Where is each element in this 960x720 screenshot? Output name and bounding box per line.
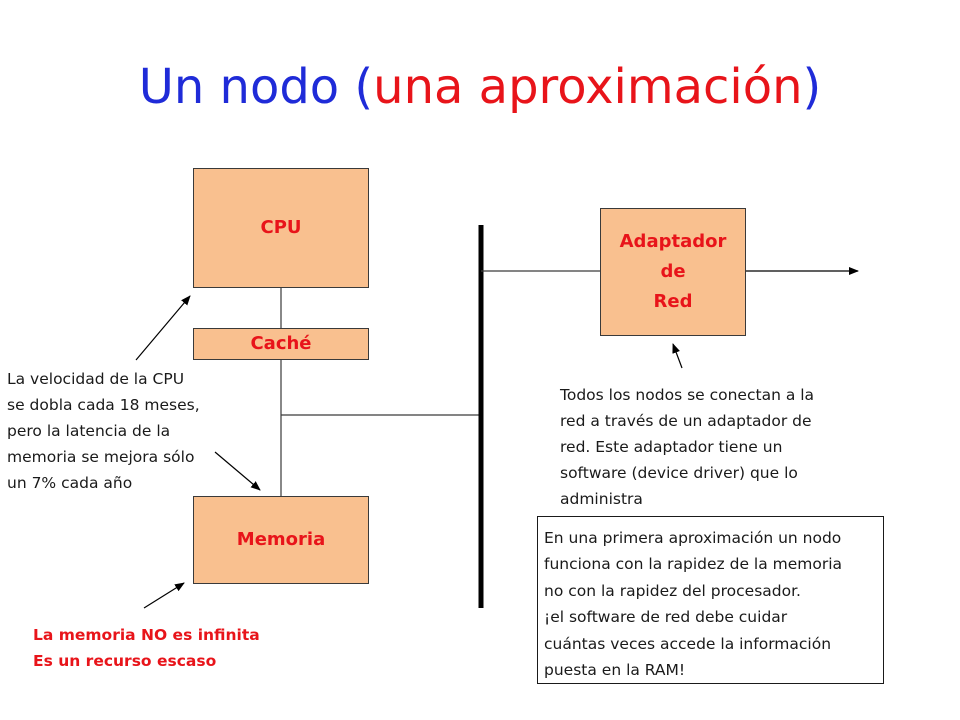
adapter-note-line: administra — [560, 490, 643, 508]
memory-note-line: La memoria NO es infinita — [33, 626, 260, 644]
cpu-latency-line: pero la latencia de la — [7, 422, 171, 440]
cpu-latency-line: La velocidad de la CPU — [7, 370, 185, 388]
memory-note: La memoria NO es infinita Es un recurso … — [33, 622, 260, 674]
title-part-1: Un nodo ( — [138, 59, 374, 115]
cpu-latency-line: se dobla cada 18 meses, — [7, 396, 200, 414]
title-part-2: una aproximación — [373, 59, 803, 115]
adapter-note-line: Todos los nodos se conectan a la — [560, 386, 815, 404]
cpu-box: CPU — [193, 168, 369, 288]
memoria-label: Memoria — [236, 529, 326, 550]
approximation-note-line: funciona con la rapidez de la memoria — [544, 555, 843, 574]
network-adapter-label: Adaptador de Red — [619, 231, 727, 312]
approximation-note-line: En una primera aproximación un nodo — [544, 529, 842, 547]
cpu-latency-line: memoria se mejora sólo — [7, 448, 195, 466]
arrow-to-adapter — [672, 343, 683, 369]
cache-label: Caché — [250, 333, 312, 354]
memoria-box: Memoria — [193, 496, 369, 584]
arrow-to-cpu — [135, 295, 191, 361]
cpu-latency-note: La velocidad de la CPU se dobla cada 18 … — [7, 366, 233, 496]
network-adapter-box: Adaptador de Red — [600, 208, 746, 336]
memory-note-line: Es un recurso escaso — [33, 652, 217, 670]
approximation-note-box: En una primera aproximación un nodo func… — [537, 516, 884, 684]
adapter-note-line: red a través de un adaptador de — [560, 412, 812, 430]
adapter-note-line: software (device driver) que lo — [560, 464, 798, 482]
cpu-latency-line: un 7% cada año — [7, 474, 133, 492]
approximation-note-line: no con la rapidez del procesador. — [544, 581, 801, 600]
approximation-note-line: puesta en la RAM! — [544, 661, 686, 680]
approximation-note-line: cuántas veces accede la información — [544, 634, 832, 653]
cpu-label: CPU — [260, 217, 302, 238]
arrow-to-memoria — [214, 451, 261, 491]
title-part-3: ) — [802, 59, 822, 115]
adapter-note-line: red. Este adaptador tiene un — [560, 438, 783, 456]
page-title: Un nodo (una aproximación) — [0, 55, 960, 119]
arrow-to-memoria-bottom — [143, 582, 185, 609]
approximation-note-line: ¡el software de red debe cuidar — [544, 608, 788, 627]
adapter-note: Todos los nodos se conectan a la red a t… — [560, 382, 855, 512]
cache-box: Caché — [193, 328, 369, 360]
